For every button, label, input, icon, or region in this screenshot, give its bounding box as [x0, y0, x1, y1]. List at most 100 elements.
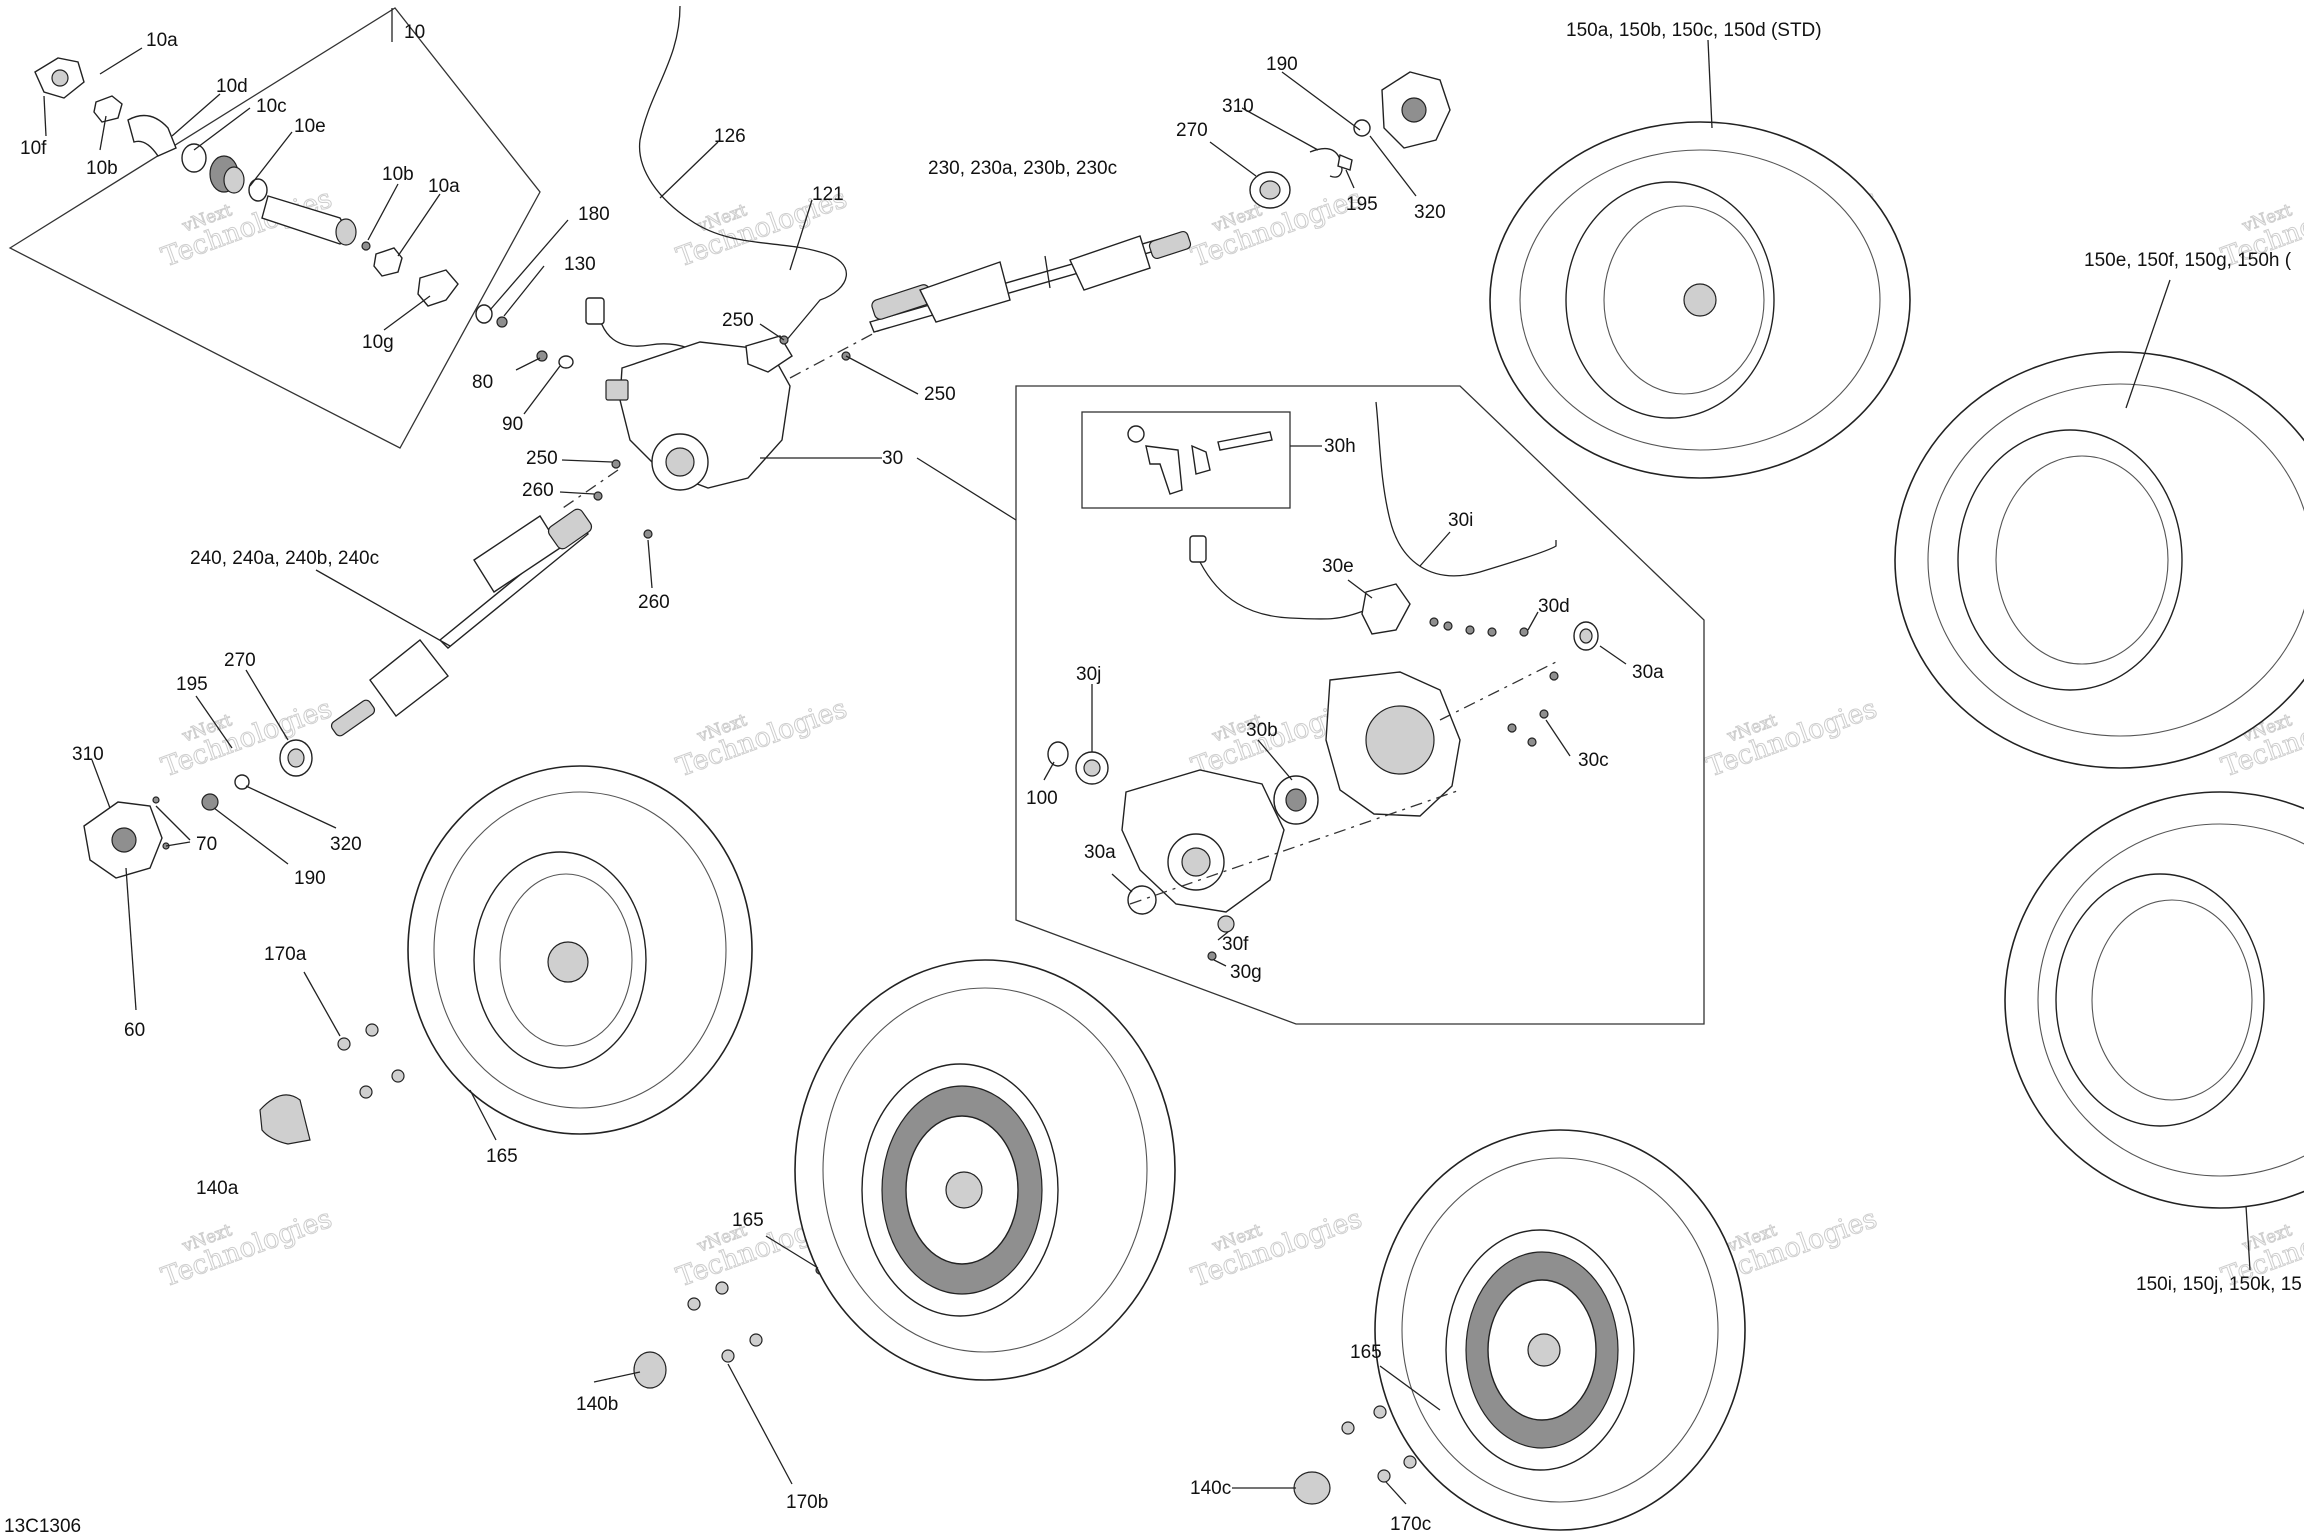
callout-170c: 170c — [1390, 1514, 1431, 1535]
output-seal — [665, 447, 695, 477]
figure-code: 13C1306 — [4, 1516, 81, 1536]
clip-10e — [248, 178, 268, 202]
leader-30-to-frame — [916, 457, 1017, 521]
boot-inner — [919, 261, 1011, 323]
callout-310: 310 — [1222, 96, 1254, 117]
callout-250: 250 — [526, 448, 558, 469]
hub-assembly-left — [83, 739, 313, 879]
shift-fork-30h — [1145, 445, 1183, 495]
washer-90 — [558, 355, 574, 369]
callout-150i: 150i, 150j, 150k, 15 — [2136, 1274, 2302, 1295]
center-cap-140c — [1293, 1471, 1331, 1505]
lug-nut — [1403, 1455, 1417, 1469]
leader — [593, 1371, 641, 1383]
callout-140c: 140c — [1190, 1478, 1231, 1499]
leader — [1217, 931, 1229, 941]
callout-30: 30 — [882, 448, 903, 469]
centerline — [559, 469, 619, 511]
leader — [43, 95, 47, 137]
leader — [1545, 719, 1571, 757]
bolt-250 — [611, 459, 621, 469]
detail-frame-30 — [1015, 385, 1705, 1025]
callout-150a: 150a, 150b, 150c, 150d (STD) — [1566, 20, 1822, 41]
bolt-30d — [1519, 627, 1529, 637]
callout-30j: 30j — [1076, 664, 1101, 685]
bolt-80 — [536, 350, 548, 362]
leader — [1527, 611, 1539, 631]
center-cap-140a — [259, 1094, 311, 1145]
callout-320: 320 — [1414, 202, 1446, 223]
callout-70: 70 — [196, 834, 217, 855]
rim-front-center-hub — [945, 1171, 983, 1209]
callout-150e: 150e, 150f, 150g, 150h ( — [2084, 250, 2292, 271]
detail-centerline — [1129, 789, 1461, 905]
rim-front-left-hub — [547, 941, 589, 983]
leader — [2125, 279, 2171, 409]
plug-30f — [1217, 915, 1235, 933]
callout-30g: 30g — [1230, 962, 1262, 983]
callout-260: 260 — [522, 480, 554, 501]
callout-195: 195 — [176, 674, 208, 695]
detail-centerline — [1439, 659, 1561, 721]
hub-bore — [1401, 97, 1427, 123]
callout-10b: 10b — [86, 158, 118, 179]
rim-150i-inner — [2091, 899, 2253, 1101]
callout-10g: 10g — [362, 332, 394, 353]
leader — [759, 323, 785, 341]
leader — [165, 841, 191, 847]
boot-outer — [1069, 235, 1151, 291]
callout-30b: 30b — [1246, 720, 1278, 741]
tire-wheel-front-left — [407, 765, 753, 1135]
vent-hose-30i — [1375, 401, 1557, 577]
leader — [1257, 739, 1293, 781]
cotter-pin-195 — [1337, 154, 1353, 171]
lug-nut — [391, 1069, 405, 1083]
leader — [125, 867, 137, 1011]
leader — [193, 107, 251, 151]
callout-30i: 30i — [1448, 510, 1473, 531]
callout-126: 126 — [714, 126, 746, 147]
seal-30a-left — [1127, 885, 1157, 915]
lug-nut — [715, 1281, 729, 1295]
tire-front-left-tread — [433, 791, 727, 1109]
leader — [1707, 39, 1713, 129]
circlip-310 — [1309, 147, 1343, 178]
actuator-30e — [1361, 583, 1411, 635]
tire-wheel-bottom-right — [1374, 1129, 1746, 1531]
leader — [1213, 959, 1227, 967]
breather-hose-126 — [638, 5, 848, 361]
stud-70 — [152, 796, 160, 804]
bolt-30d — [1429, 617, 1439, 627]
seal-30j-inner — [1083, 759, 1101, 777]
clip-100 — [1047, 741, 1069, 767]
front-differential-assembly — [536, 5, 881, 539]
leader — [503, 265, 545, 317]
callout-195: 195 — [1346, 194, 1378, 215]
callout-30d: 30d — [1538, 596, 1570, 617]
callout-140a: 140a — [196, 1178, 239, 1199]
bolt-30c — [1527, 737, 1537, 747]
lug-nut — [1373, 1405, 1387, 1419]
lug-nut — [687, 1297, 701, 1311]
callout-30h: 30h — [1324, 436, 1356, 457]
callout-60: 60 — [124, 1020, 145, 1041]
bolt-260 — [593, 491, 603, 501]
seal-30a-inner — [1579, 628, 1593, 644]
leader — [1281, 71, 1361, 131]
callout-30a: 30a — [1632, 662, 1664, 683]
leader — [469, 1089, 497, 1141]
washer-180 — [475, 304, 493, 324]
shift-spring — [1191, 444, 1211, 475]
leader — [99, 47, 143, 75]
callout-30c: 30c — [1578, 750, 1609, 771]
callout-10: 10 — [404, 22, 425, 43]
detail-frame-30h — [1081, 411, 1291, 509]
leader — [195, 695, 233, 749]
callout-30a: 30a — [1084, 842, 1116, 863]
differential-detail-parts — [1047, 401, 1599, 961]
